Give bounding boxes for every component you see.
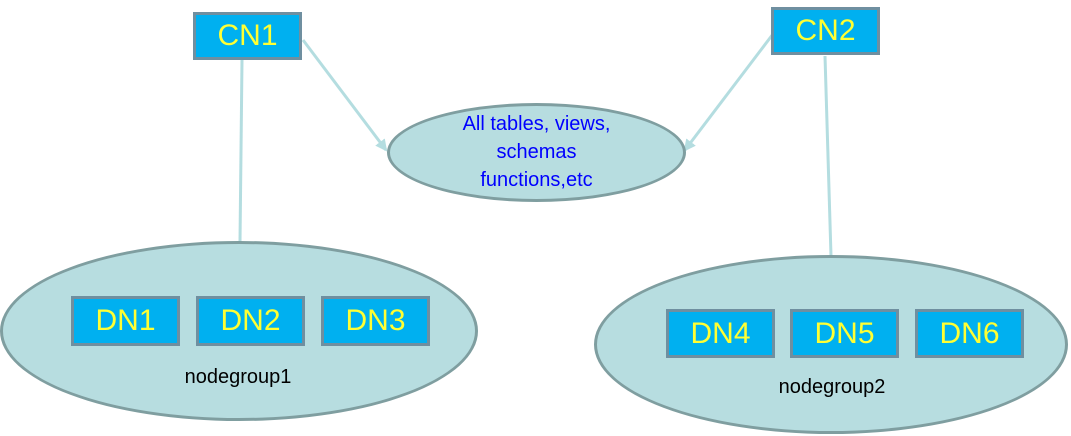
dn4-node: DN4 xyxy=(666,309,775,358)
arrow-cn1-catalog xyxy=(301,39,388,152)
catalog-line-2: schemas xyxy=(496,141,577,163)
catalog-line-1: All tables, views, xyxy=(462,113,611,135)
cn1-node: CN1 xyxy=(193,12,302,60)
connector-cn2-nodegroup2 xyxy=(823,55,833,257)
connector-cn1-nodegroup1 xyxy=(238,59,244,243)
dn3-node: DN3 xyxy=(321,296,430,346)
catalog-ellipse xyxy=(387,103,686,202)
nodegroup1-label: nodegroup1 xyxy=(184,366,292,388)
dn2-node: DN2 xyxy=(196,296,305,346)
dn1-node: DN1 xyxy=(71,296,180,346)
dn5-node: DN5 xyxy=(790,309,899,358)
nodegroup2-label: nodegroup2 xyxy=(778,376,886,398)
dn6-node: DN6 xyxy=(915,309,1024,358)
arrow-cn2-catalog xyxy=(683,33,775,152)
catalog-text: All tables, views, schemas functions,etc xyxy=(387,110,686,194)
catalog-line-3: functions,etc xyxy=(480,169,593,191)
cn2-node: CN2 xyxy=(771,7,880,55)
